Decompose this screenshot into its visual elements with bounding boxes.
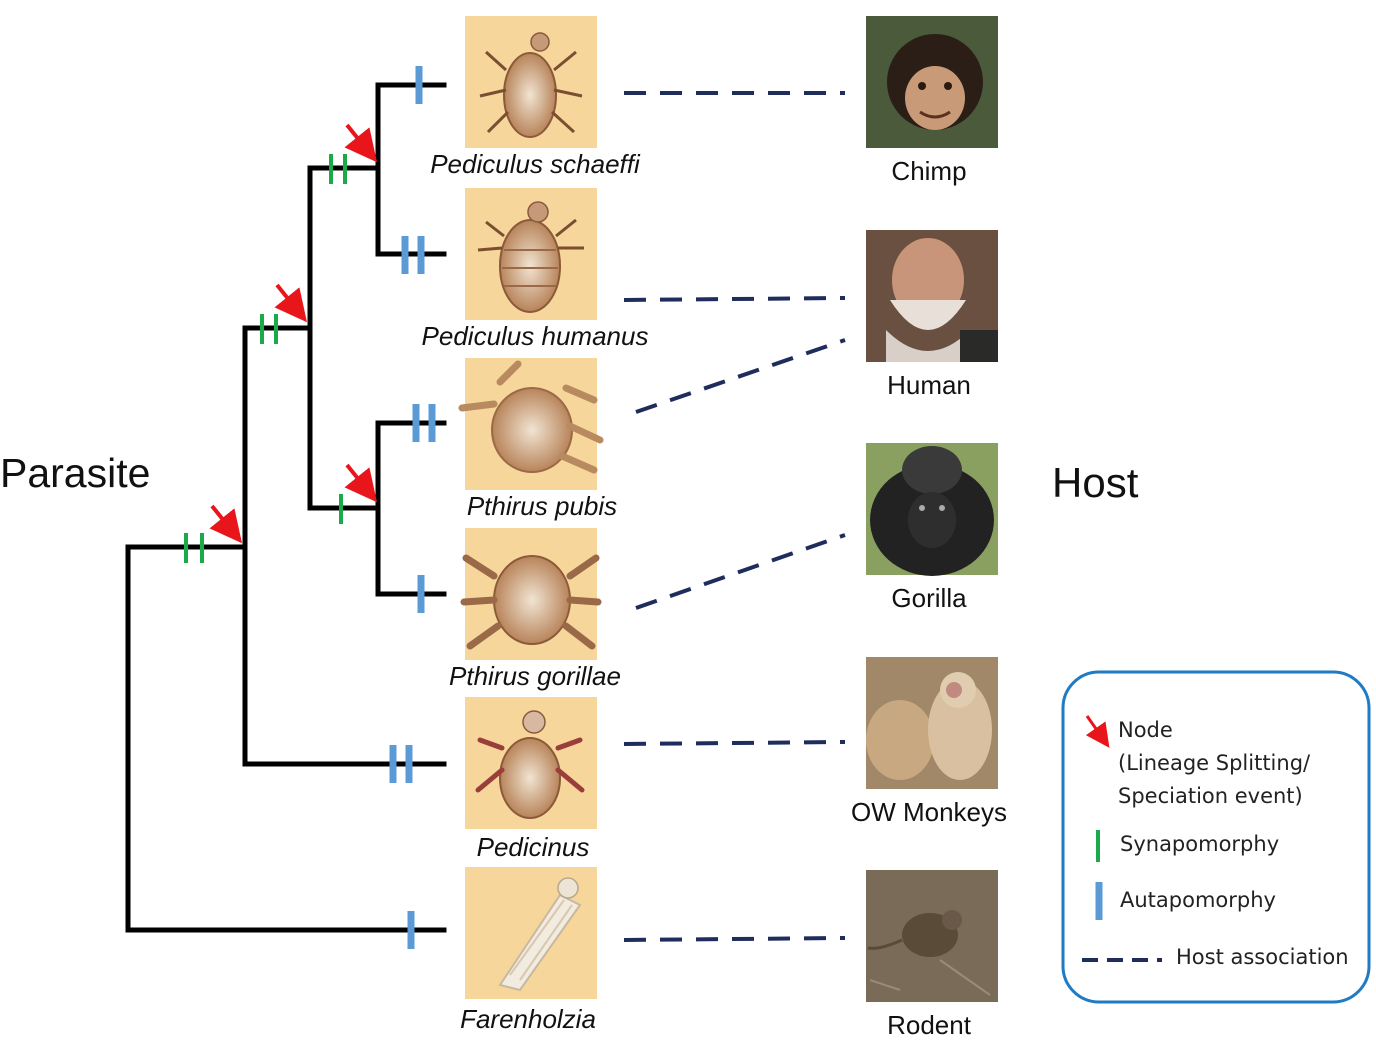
host-name: Rodent xyxy=(887,1010,972,1040)
species-label: Pediculus humanus xyxy=(422,321,649,351)
louse-icon xyxy=(465,188,597,320)
host-name: Human xyxy=(887,370,971,400)
host-label: Host xyxy=(1052,459,1139,506)
node-arrows xyxy=(209,123,378,544)
chimp-photo-icon xyxy=(866,16,998,148)
legend-node-line1: Node xyxy=(1118,718,1173,742)
legend-node-line2: (Lineage Splitting/ xyxy=(1118,751,1311,775)
species-label: Pthirus gorillae xyxy=(449,661,621,691)
species-label: Pedicinus xyxy=(477,832,590,862)
node-arrow-icon xyxy=(1085,715,1110,748)
species-label: Pediculus schaeffi xyxy=(430,149,641,179)
host-association-lines xyxy=(623,91,846,942)
branch-root xyxy=(125,544,447,933)
host-name: Chimp xyxy=(891,156,966,186)
louse-icon xyxy=(465,16,597,148)
parasite-label: Parasite xyxy=(0,450,150,496)
phylogenetic-tree xyxy=(125,82,447,933)
gorilla-photo-icon xyxy=(866,443,998,576)
synapomorphy-marks xyxy=(184,154,347,563)
branch-node3 xyxy=(307,165,381,511)
legend-host-association: Host association xyxy=(1176,945,1349,969)
legend: Node (Lineage Splitting/ Speciation even… xyxy=(1061,670,1371,1004)
branch-pediculus xyxy=(375,82,447,257)
louse-icon xyxy=(465,867,597,999)
branch-pthirus xyxy=(375,420,447,597)
legend-box xyxy=(1061,670,1371,1004)
host-name: Gorilla xyxy=(891,583,967,613)
legend-node-line3: Speciation event) xyxy=(1118,784,1303,808)
parasite-species-labels: Pediculus schaeffi Pediculus humanus Pth… xyxy=(422,149,649,1034)
rodent-photo-icon xyxy=(866,870,998,1002)
louse-icon xyxy=(460,528,602,660)
monkey-photo-icon xyxy=(866,657,998,789)
host-name: OW Monkeys xyxy=(851,797,1007,827)
branch-node2 xyxy=(242,325,447,767)
louse-icon xyxy=(465,697,597,829)
host-images xyxy=(866,16,998,1002)
autapomorphy-marks xyxy=(389,66,436,949)
host-name-labels: Chimp Human Gorilla OW Monkeys Rodent xyxy=(851,156,1007,1040)
human-photo-icon xyxy=(866,230,998,362)
species-label: Pthirus pubis xyxy=(467,491,617,521)
legend-synapomorphy: Synapomorphy xyxy=(1120,832,1279,856)
specimen-images xyxy=(458,16,604,999)
legend-autapomorphy: Autapomorphy xyxy=(1120,888,1276,912)
louse-icon xyxy=(458,358,604,490)
species-label: Farenholzia xyxy=(460,1004,596,1034)
